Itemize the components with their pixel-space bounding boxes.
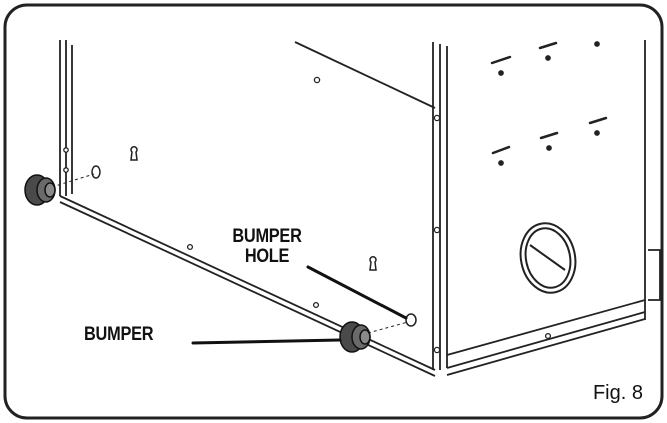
leader-bumper — [191, 338, 342, 345]
top-edge — [294, 41, 436, 109]
keyhole-slots — [130, 146, 377, 271]
cabinet-drawing — [59, 40, 661, 377]
round-vent-hole — [519, 222, 577, 294]
bumper-left — [24, 174, 56, 206]
bottom-edge-panel — [59, 195, 436, 377]
vent-slots — [490, 41, 608, 166]
bumper-holes — [91, 165, 417, 327]
figure-border — [3, 3, 664, 420]
leader-lines — [191, 265, 408, 345]
side-bottom-strip — [446, 299, 646, 376]
leader-bumper-hole — [306, 265, 408, 320]
bumper-label: BUMPER — [84, 324, 154, 345]
bumper-hole-label-line1: BUMPER — [232, 226, 302, 247]
bumper-hole-label-line2: HOLE — [244, 246, 290, 267]
bumper-right — [339, 321, 371, 353]
figure-caption: Fig. 8 — [592, 382, 643, 404]
screws — [63, 76, 552, 354]
guide-lines — [51, 173, 409, 334]
bumper-hole-label: BUMPER HOLE — [224, 227, 310, 267]
corner-post — [432, 42, 448, 370]
right-bracket — [648, 249, 661, 301]
